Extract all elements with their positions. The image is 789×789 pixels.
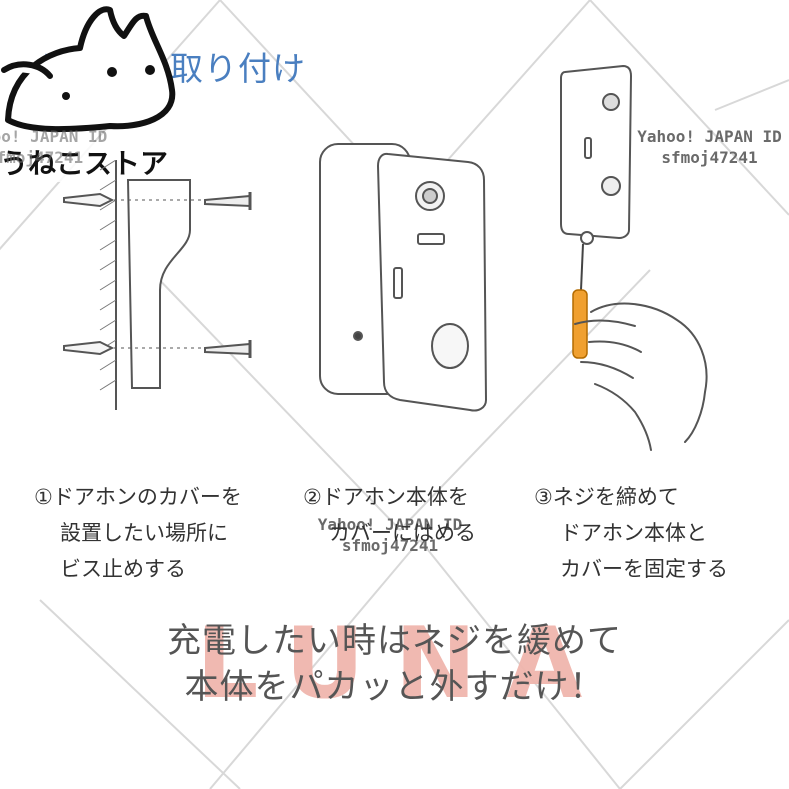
step-1-line-2: 設置したい場所に (60, 521, 228, 545)
doorbell-insert-illustration (319, 143, 488, 412)
store-logo-text: うねこストア (0, 142, 205, 182)
wall-mount-illustration (63, 160, 252, 410)
step-3-line-2: ドアホン本体と (560, 521, 707, 545)
screwdriver-icon (572, 289, 588, 359)
screw-fix-illustration (560, 64, 708, 451)
step-1-line-1: ①ドアホンのカバーを (34, 485, 242, 509)
step-2-text: ②ドアホン本体を カバーにはめる (303, 479, 476, 551)
message-line-1: 充電したい時はネジを緩めて (167, 621, 622, 661)
step-3-line-3: カバーを固定する (560, 557, 728, 581)
cat-logo-icon (1, 6, 176, 133)
step-1-line-3: ビス止めする (60, 557, 186, 581)
message-line-2: 本体をパカッと外すだけ！ (184, 667, 605, 707)
step-2-line-2: カバーにはめる (329, 521, 476, 545)
brand-watermark: LUNA (196, 607, 613, 721)
step-3-text: ③ネジを締めて ドアホン本体と カバーを固定する (534, 479, 728, 587)
step-1-text: ①ドアホンのカバーを 設置したい場所に ビス止めする (34, 479, 242, 587)
step-2-line-1: ②ドアホン本体を (303, 485, 469, 509)
step-3-line-1: ③ネジを締めて (534, 485, 679, 509)
